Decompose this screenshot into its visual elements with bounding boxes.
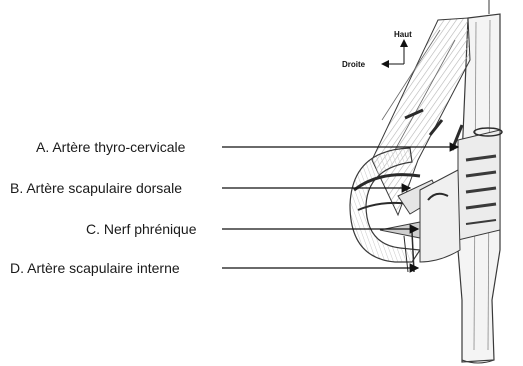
cartilage-rings-drawing bbox=[458, 128, 502, 240]
label-a: A. Artère thyro-cervicale bbox=[36, 139, 185, 155]
orientation-up-label: Haut bbox=[394, 30, 412, 39]
label-b: B. Artère scapulaire dorsale bbox=[10, 180, 182, 196]
label-d: D. Artère scapulaire interne bbox=[10, 260, 180, 276]
orientation-right-label: Droite bbox=[342, 60, 365, 69]
orientation-indicator bbox=[382, 40, 404, 64]
label-c: C. Nerf phrénique bbox=[86, 221, 197, 237]
